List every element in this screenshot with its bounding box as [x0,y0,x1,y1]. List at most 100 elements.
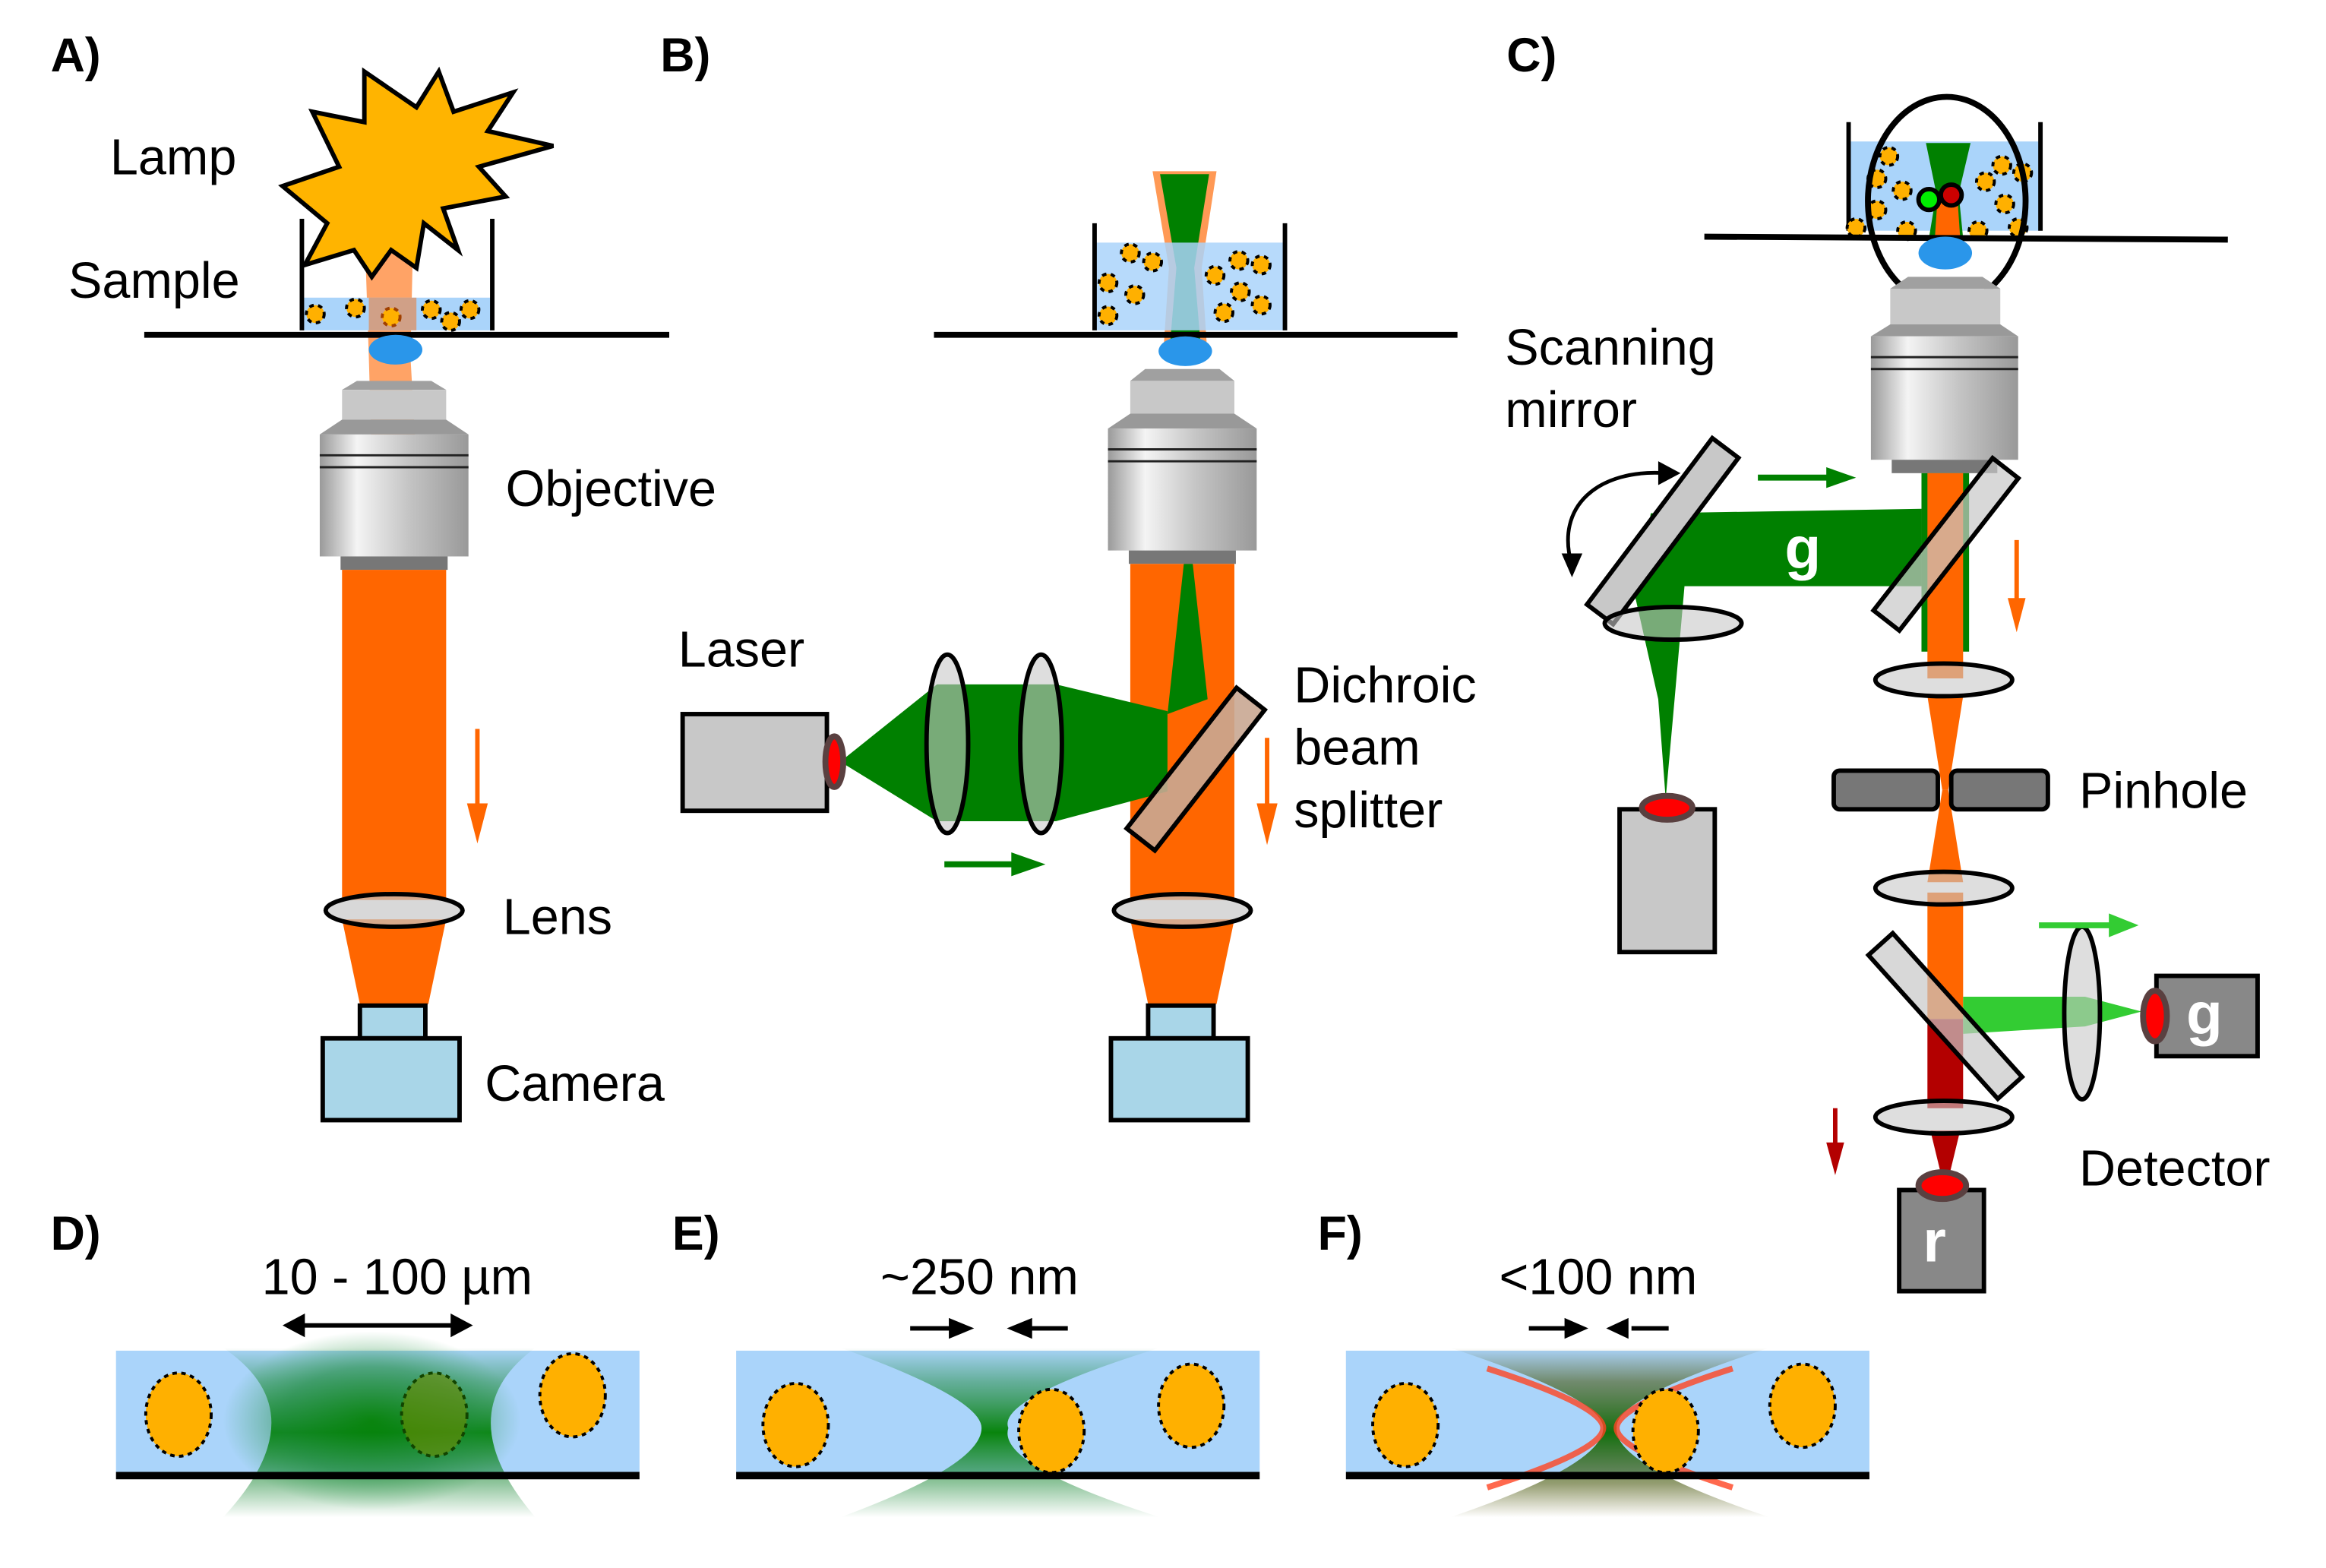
emission-converge [1927,696,1964,790]
d-fluorophore-excited [400,1371,469,1458]
red-detector-lens [1872,1099,2015,1136]
f-fluorophore [1768,1362,1837,1449]
objective-icon [319,381,469,571]
dichroic-label-line3: splitter [1294,782,1443,839]
panel-e: E) ~250 nm [672,1207,1260,1518]
scan-arrow-icon [1566,470,1666,566]
fluorophores [305,297,481,332]
red-arrow-icon [1826,1108,1844,1175]
d-scale-label: 10 - 100 µm [262,1250,533,1306]
objective-label: Objective [506,461,716,517]
f-depletion-left [1486,1365,1607,1491]
red-beam-cone [1930,1130,1961,1180]
f-scale-label: <100 nm [1499,1250,1697,1306]
objective-icon-c [1870,277,2018,473]
green-detector-lens [2062,925,2103,1102]
red-fluorophore [1938,182,1964,208]
excitation-arrow-icon-c [1758,466,1857,488]
panel-c-tag: C) [1506,29,1556,82]
sample-label: Sample [68,253,240,309]
green-fluorophore [1916,186,1942,213]
camera-icon-b [1108,1003,1250,1123]
scan-arrowhead-top [1658,461,1681,485]
dichroic-mirror-c [1870,454,2022,634]
f-focal-volume [1449,1348,1770,1518]
expander-lens-1 [924,652,971,836]
lamp-label: Lamp [110,129,236,185]
pinhole-lens-bottom [1872,869,2015,907]
camera-label: Camera [485,1056,665,1112]
objective-icon-b [1108,368,1257,564]
emission-beam [342,570,447,900]
green-channel-label: g [1784,514,1821,581]
e-scale-label: ~250 nm [880,1250,1079,1306]
green-beam-horizontal [1639,508,1922,586]
immersion-oil [368,334,423,365]
emission-diverge [1927,789,1964,883]
e-fluorophore [761,1382,830,1468]
lens-label: Lens [503,890,612,946]
panel-b: B) La [660,29,1477,1123]
f-converging-arrows-icon [1528,1317,1669,1339]
e-fluorophore [1157,1362,1226,1449]
expander-lens-2 [1018,652,1064,836]
dichroic-mirror [1123,684,1269,854]
emission-cone-b [1130,919,1234,1004]
d-double-arrow-icon [282,1313,473,1338]
excitation-arrow-icon [944,852,1046,877]
e-converging-arrows-icon [910,1317,1068,1339]
d-fluorophore [538,1351,607,1439]
dichroic-label-line2: beam [1294,720,1420,776]
scan-arrowhead-bottom [1561,553,1583,577]
coverslip-line-c [1704,233,2228,243]
panel-e-tag: E) [672,1207,720,1260]
dichroic-label-line1: Dichroic [1294,657,1476,713]
immersion-oil-b [1158,336,1212,366]
scanning-label-line2: mirror [1505,382,1637,438]
green-detector-icon: g [2140,973,2260,1059]
emission-arrow-icon-b [1256,738,1278,846]
camera-icon [320,1003,462,1123]
lamp-icon [278,66,555,281]
panel-f: F) <100 nm [1318,1207,1869,1518]
laser-icon [680,712,846,814]
panel-a: A) Lamp Sample Objective [51,29,716,1123]
immersion-oil-c [1918,236,1973,270]
green-arrow-icon [2039,913,2139,937]
detector-label: Detector [2079,1141,2271,1197]
e-focal-volume [840,1348,1161,1518]
dichroic-mirror-detection [1865,930,2026,1102]
tube-lens-b [1111,891,1253,929]
panel-d-tag: D) [51,1207,101,1260]
d-focal-glow [223,1331,521,1510]
panel-a-tag: A) [51,29,101,82]
d-fluorophore [144,1371,213,1458]
lens-icon [323,891,465,929]
red-detector-label: r [1923,1207,1945,1274]
panel-d: D) 10 - 100 µm [51,1207,640,1518]
pinhole-lens-top [1872,661,2015,699]
green-detection-beam [1963,996,2142,1034]
laser-label: Laser [678,621,804,678]
emission-arrow-icon [466,729,488,844]
pinhole-label: Pinhole [2079,763,2248,819]
excitation-expanded-beam [840,684,1168,821]
green-detector-label: g [2186,980,2223,1047]
excitation-to-objective [1167,564,1208,714]
laser-icon-c [1617,792,1718,955]
scanning-label-line1: Scanning [1505,320,1715,376]
red-detector-icon: r [1897,1169,1986,1294]
emission-cone [342,919,447,1004]
e-fluorophore-excited [1017,1387,1086,1475]
emission-arrow-icon-c [2008,539,2026,633]
laser-lens-c [1602,605,1744,643]
panel-c: C) g [1505,29,2271,1294]
f-fluorophore [1371,1382,1440,1468]
panel-f-tag: F) [1318,1207,1363,1260]
scanning-mirror-icon [1584,435,1742,628]
fluorophores-b [1097,242,1272,326]
panel-b-tag: B) [660,29,710,82]
pinhole-icon [1831,768,2050,812]
f-fluorophore-near-focus [1631,1387,1700,1475]
